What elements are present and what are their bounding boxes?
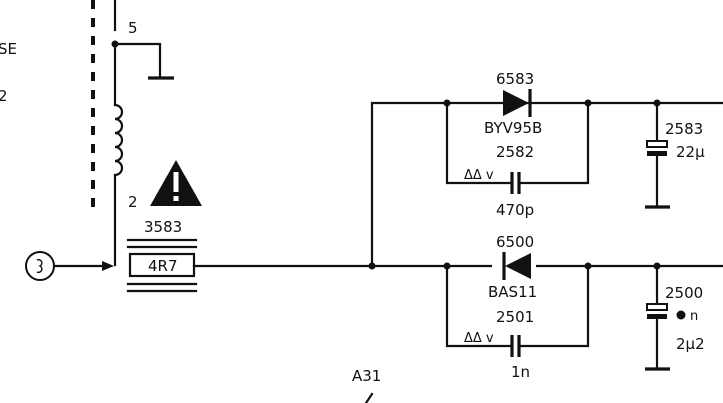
capacitor-upper-ref: 2582: [496, 143, 534, 161]
capacitor-lower-ref: 2501: [496, 308, 534, 326]
arrow-icon: [102, 261, 114, 271]
diode-6500: [492, 252, 536, 280]
resistor-value: 4R7: [148, 257, 178, 275]
diode-lower-type: BAS11: [488, 283, 537, 301]
transformer-pin-bottom: 2: [128, 193, 138, 211]
margin-text-top: SE: [0, 40, 17, 58]
upper-loop-left: [445, 101, 513, 185]
capacitor-2583: [645, 101, 670, 209]
transformer-winding: [113, 0, 124, 267]
capacitor-lower-value: 1n: [511, 363, 530, 381]
node-tick: [364, 392, 374, 403]
node-label: A31: [352, 367, 381, 385]
bypass-mark-lower: ΔΔ v: [464, 331, 494, 346]
capacitor-2500-value: 2µ2: [676, 335, 705, 353]
ground-pin5: [113, 42, 174, 80]
diode-lower-ref: 6500: [496, 233, 534, 251]
polarity-dot: [676, 310, 686, 320]
capacitor-2583-ref: 2583: [665, 120, 703, 138]
upper-loop-right: [517, 101, 590, 185]
capacitor-2500-marker: n: [690, 309, 698, 324]
lower-loop-left: [445, 264, 513, 348]
upper-bus-wire: [370, 101, 723, 268]
capacitor-2500: [645, 264, 670, 371]
capacitor-2501: [510, 335, 521, 357]
transformer-pin-top: 5: [128, 19, 138, 37]
diode-upper-ref: 6583: [496, 70, 534, 88]
bypass-mark-upper: ΔΔ v: [464, 168, 494, 183]
diode-6583: [503, 89, 532, 117]
lower-loop-right: [517, 264, 590, 348]
capacitor-upper-value: 470p: [496, 201, 534, 219]
resistor-3583: [126, 238, 198, 293]
margin-text-bottom: 2: [0, 87, 8, 105]
circle-connector-icon: [25, 251, 55, 281]
capacitor-2583-value: 22µ: [676, 143, 705, 161]
resistor-ref: 3583: [144, 218, 182, 236]
capacitor-2500-ref: 2500: [665, 284, 703, 302]
capacitor-2582: [510, 172, 521, 194]
diode-upper-type: BYV95B: [484, 119, 542, 137]
warning-triangle-icon: [150, 160, 202, 206]
